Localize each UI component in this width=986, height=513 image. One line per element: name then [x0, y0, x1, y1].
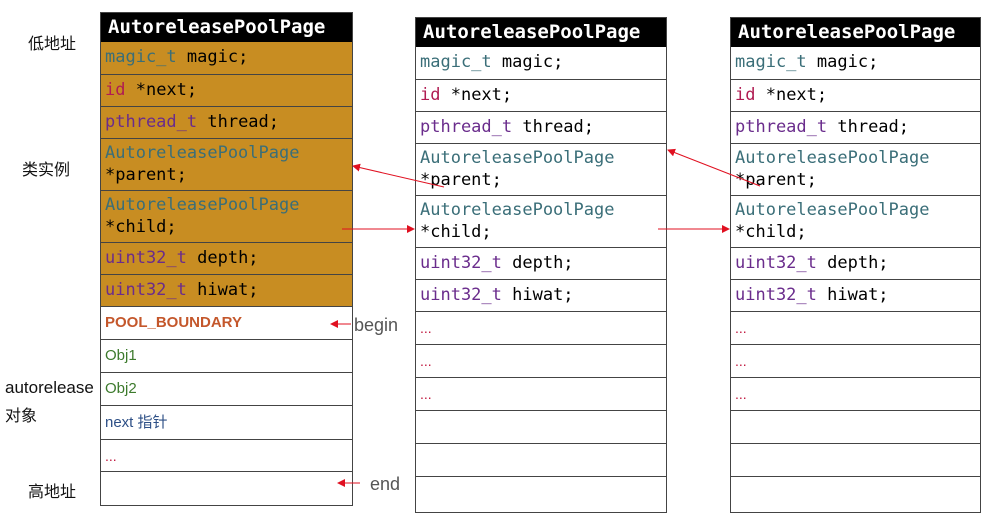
field-type: magic_t [420, 52, 492, 72]
ellipsis-slot: ... [416, 377, 666, 410]
ellipsis-slot: ... [731, 377, 980, 410]
ellipsis-slot: ... [416, 344, 666, 377]
field-type: pthread_t [735, 117, 828, 137]
field-depth: uint32_t depth; [416, 247, 666, 279]
field-thread: pthread_t thread; [731, 111, 980, 143]
field-keyword: id [420, 85, 441, 105]
parent-pointer-arrow [667, 148, 761, 187]
field-name: *next; [125, 80, 198, 100]
field-name: *next; [440, 85, 513, 105]
field-name: magic; [806, 52, 879, 72]
object-slot: Obj2 [101, 372, 352, 405]
field-keyword: id [735, 85, 756, 105]
field-name: thread; [827, 117, 910, 137]
autorelease-label: autorelease [5, 378, 94, 397]
field-type: uint32_t [735, 253, 817, 273]
field-name: *next; [755, 85, 828, 105]
field-next: id *next; [416, 79, 666, 111]
autorelease-pool-page-1: AutoreleasePoolPage magic_t magic; id *n… [100, 12, 353, 506]
field-parent: AutoreleasePoolPage*parent; [101, 138, 352, 190]
field-name: thread; [512, 117, 595, 137]
field-name: *parent; [735, 170, 817, 190]
ellipsis-slot: ... [731, 344, 980, 377]
field-name: magic; [176, 47, 249, 67]
field-keyword: id [105, 80, 126, 100]
field-name: thread; [197, 112, 280, 132]
end-label: end [370, 474, 401, 494]
empty-slot [416, 476, 666, 509]
page-title: AutoreleasePoolPage [416, 18, 666, 47]
field-type: AutoreleasePoolPage [735, 148, 930, 168]
empty-slot [416, 443, 666, 476]
field-type: magic_t [735, 52, 807, 72]
ellipsis-slot: ... [731, 311, 980, 344]
field-type: AutoreleasePoolPage [420, 200, 615, 220]
class-instance-label: 类实例 [22, 160, 71, 179]
field-depth: uint32_t depth; [731, 247, 980, 279]
field-hiwat: uint32_t hiwat; [731, 279, 980, 311]
pool-boundary-slot: POOL_BOUNDARY [101, 306, 352, 339]
field-hiwat: uint32_t hiwat; [101, 274, 352, 306]
field-child: AutoreleasePoolPage*child; [101, 190, 352, 242]
field-next: id *next; [101, 74, 352, 106]
low-address-label: 低地址 [28, 34, 77, 53]
field-name: *child; [420, 222, 492, 242]
field-type: AutoreleasePoolPage [105, 195, 300, 215]
field-name: depth; [501, 253, 574, 273]
field-type: AutoreleasePoolPage [735, 200, 930, 220]
field-child: AutoreleasePoolPage*child; [416, 195, 666, 247]
field-magic: magic_t magic; [731, 47, 980, 79]
begin-label: begin [354, 315, 399, 335]
field-type: AutoreleasePoolPage [105, 143, 300, 163]
field-thread: pthread_t thread; [101, 106, 352, 138]
field-name: depth; [186, 248, 259, 268]
high-address-label: 高地址 [28, 482, 77, 501]
field-child: AutoreleasePoolPage*child; [731, 195, 980, 247]
page-title: AutoreleasePoolPage [731, 18, 980, 47]
field-type: uint32_t [105, 280, 187, 300]
field-name: hiwat; [186, 280, 259, 300]
field-type: uint32_t [735, 285, 817, 305]
field-magic: magic_t magic; [416, 47, 666, 79]
field-type: uint32_t [420, 285, 502, 305]
field-type: pthread_t [105, 112, 198, 132]
page-title: AutoreleasePoolPage [101, 13, 352, 42]
field-name: *child; [105, 217, 177, 237]
field-name: hiwat; [816, 285, 889, 305]
ellipsis-slot: ... [416, 311, 666, 344]
objects-label: 对象 [5, 406, 38, 425]
field-name: *parent; [420, 170, 502, 190]
next-pointer-slot: next 指针 [101, 405, 352, 439]
ellipsis-slot: ... [101, 439, 352, 471]
empty-slot [101, 471, 352, 504]
field-parent: AutoreleasePoolPage*parent; [731, 143, 980, 195]
field-type: AutoreleasePoolPage [420, 148, 615, 168]
object-slot: Obj1 [101, 339, 352, 372]
autorelease-pool-page-3: AutoreleasePoolPage magic_t magic; id *n… [730, 17, 981, 513]
empty-slot [731, 476, 980, 509]
field-parent: AutoreleasePoolPage*parent; [416, 143, 666, 195]
parent-pointer-arrow [352, 163, 445, 188]
empty-slot [416, 410, 666, 443]
field-name: depth; [816, 253, 889, 273]
field-hiwat: uint32_t hiwat; [416, 279, 666, 311]
field-type: pthread_t [420, 117, 513, 137]
empty-slot [731, 410, 980, 443]
field-type: uint32_t [420, 253, 502, 273]
field-type: uint32_t [105, 248, 187, 268]
field-name: *parent; [105, 165, 187, 185]
autorelease-pool-page-2: AutoreleasePoolPage magic_t magic; id *n… [415, 17, 667, 513]
field-depth: uint32_t depth; [101, 242, 352, 274]
field-name: *child; [735, 222, 807, 242]
field-type: magic_t [105, 47, 177, 67]
field-magic: magic_t magic; [101, 42, 352, 74]
field-next: id *next; [731, 79, 980, 111]
field-name: hiwat; [501, 285, 574, 305]
empty-slot [731, 443, 980, 476]
field-name: magic; [491, 52, 564, 72]
field-thread: pthread_t thread; [416, 111, 666, 143]
